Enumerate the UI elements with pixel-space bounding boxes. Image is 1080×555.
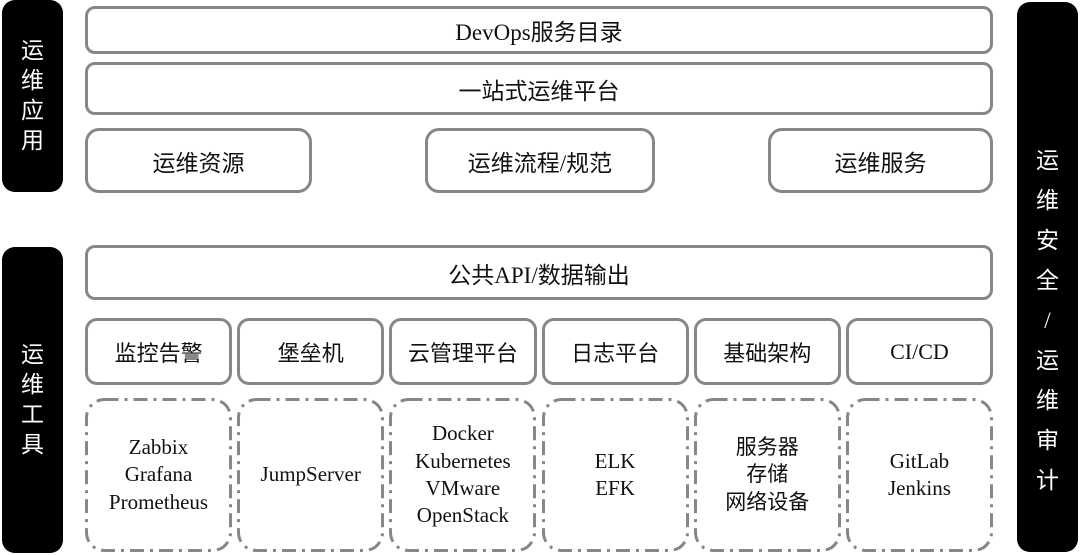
dash-dot-border [845, 398, 993, 552]
virtualization-tools-label: Docker Kubernetes VMware OpenStack [415, 421, 511, 528]
ops-resources-box: 运维资源 [85, 128, 312, 193]
monitoring-alerting-label: 监控告警 [114, 340, 203, 366]
bastion-host-label: 堡垒机 [277, 340, 344, 366]
tool-products-row: Zabbix Grafana Prometheus JumpServer Doc… [85, 398, 993, 552]
tool-categories-row: 监控告警 堡垒机 云管理平台 日志平台 基础架构 CI/CD [85, 318, 994, 385]
sidebar-ops-application: 运 维 应 用 [2, 0, 63, 192]
cicd-tools-box: GitLab Jenkins [845, 398, 993, 552]
ops-process-label: 运维流程/规范 [467, 150, 613, 176]
sidebar-ops-tools-label: 运 维 工 具 [21, 342, 44, 457]
diagram-main-area: DevOps服务目录 一站式运维平台 运维资源 运维流程/规范 运维服务 公共A… [85, 0, 994, 555]
infrastructure-box: 基础架构 [693, 318, 841, 385]
infrastructure-label: 基础架构 [723, 340, 812, 366]
public-api-box: 公共API/数据输出 [85, 245, 993, 300]
cloud-management-label: 云管理平台 [407, 340, 518, 366]
ops-services-label: 运维服务 [834, 150, 927, 176]
ops-process-box: 运维流程/规范 [425, 128, 655, 193]
log-platform-label: 日志平台 [571, 340, 660, 366]
ops-resources-label: 运维资源 [152, 150, 245, 176]
dash-dot-border [85, 398, 232, 552]
one-stop-platform-label: 一站式运维平台 [458, 78, 620, 104]
monitoring-alerting-box: 监控告警 [85, 318, 233, 385]
cicd-box: CI/CD [845, 318, 994, 385]
ops-services-box: 运维服务 [768, 128, 993, 193]
one-stop-platform-box: 一站式运维平台 [85, 62, 993, 115]
log-platform-box: 日志平台 [541, 318, 689, 385]
log-tools-box: ELK EFK [541, 398, 689, 552]
devops-service-catalog-box: DevOps服务目录 [85, 6, 993, 54]
cicd-tools-label: GitLab Jenkins [887, 448, 951, 500]
sidebar-ops-tools: 运 维 工 具 [2, 247, 63, 553]
monitoring-tools-label: Zabbix Grafana Prometheus [108, 435, 209, 514]
bastion-host-box: 堡垒机 [237, 318, 385, 385]
log-tools-label: ELK EFK [594, 448, 636, 500]
bastion-tools-label: JumpServer [260, 462, 361, 487]
dash-dot-border [541, 398, 689, 552]
dash-dot-border [693, 398, 841, 552]
sidebar-ops-security-audit-label: 运 维 安 全 / 运 维 审 计 [1036, 148, 1059, 493]
dash-dot-border [389, 398, 537, 552]
sidebar-ops-application-label: 运 维 应 用 [21, 38, 44, 153]
ops-apps-row: 运维资源 运维流程/规范 运维服务 [85, 128, 993, 193]
public-api-label: 公共API/数据输出 [448, 262, 630, 288]
devops-service-catalog-label: DevOps服务目录 [455, 20, 623, 45]
sidebar-ops-security-audit: 运 维 安 全 / 运 维 审 计 [1017, 2, 1078, 552]
cicd-label: CI/CD [890, 338, 949, 364]
monitoring-tools-box: Zabbix Grafana Prometheus [85, 398, 232, 552]
infra-devices-box: 服务器 存储 网络设备 [693, 398, 841, 552]
dash-dot-border [237, 398, 385, 552]
cloud-management-box: 云管理平台 [389, 318, 537, 385]
virtualization-tools-box: Docker Kubernetes VMware OpenStack [389, 398, 537, 552]
bastion-tools-box: JumpServer [237, 398, 385, 552]
infra-devices-label: 服务器 存储 网络设备 [725, 435, 810, 514]
